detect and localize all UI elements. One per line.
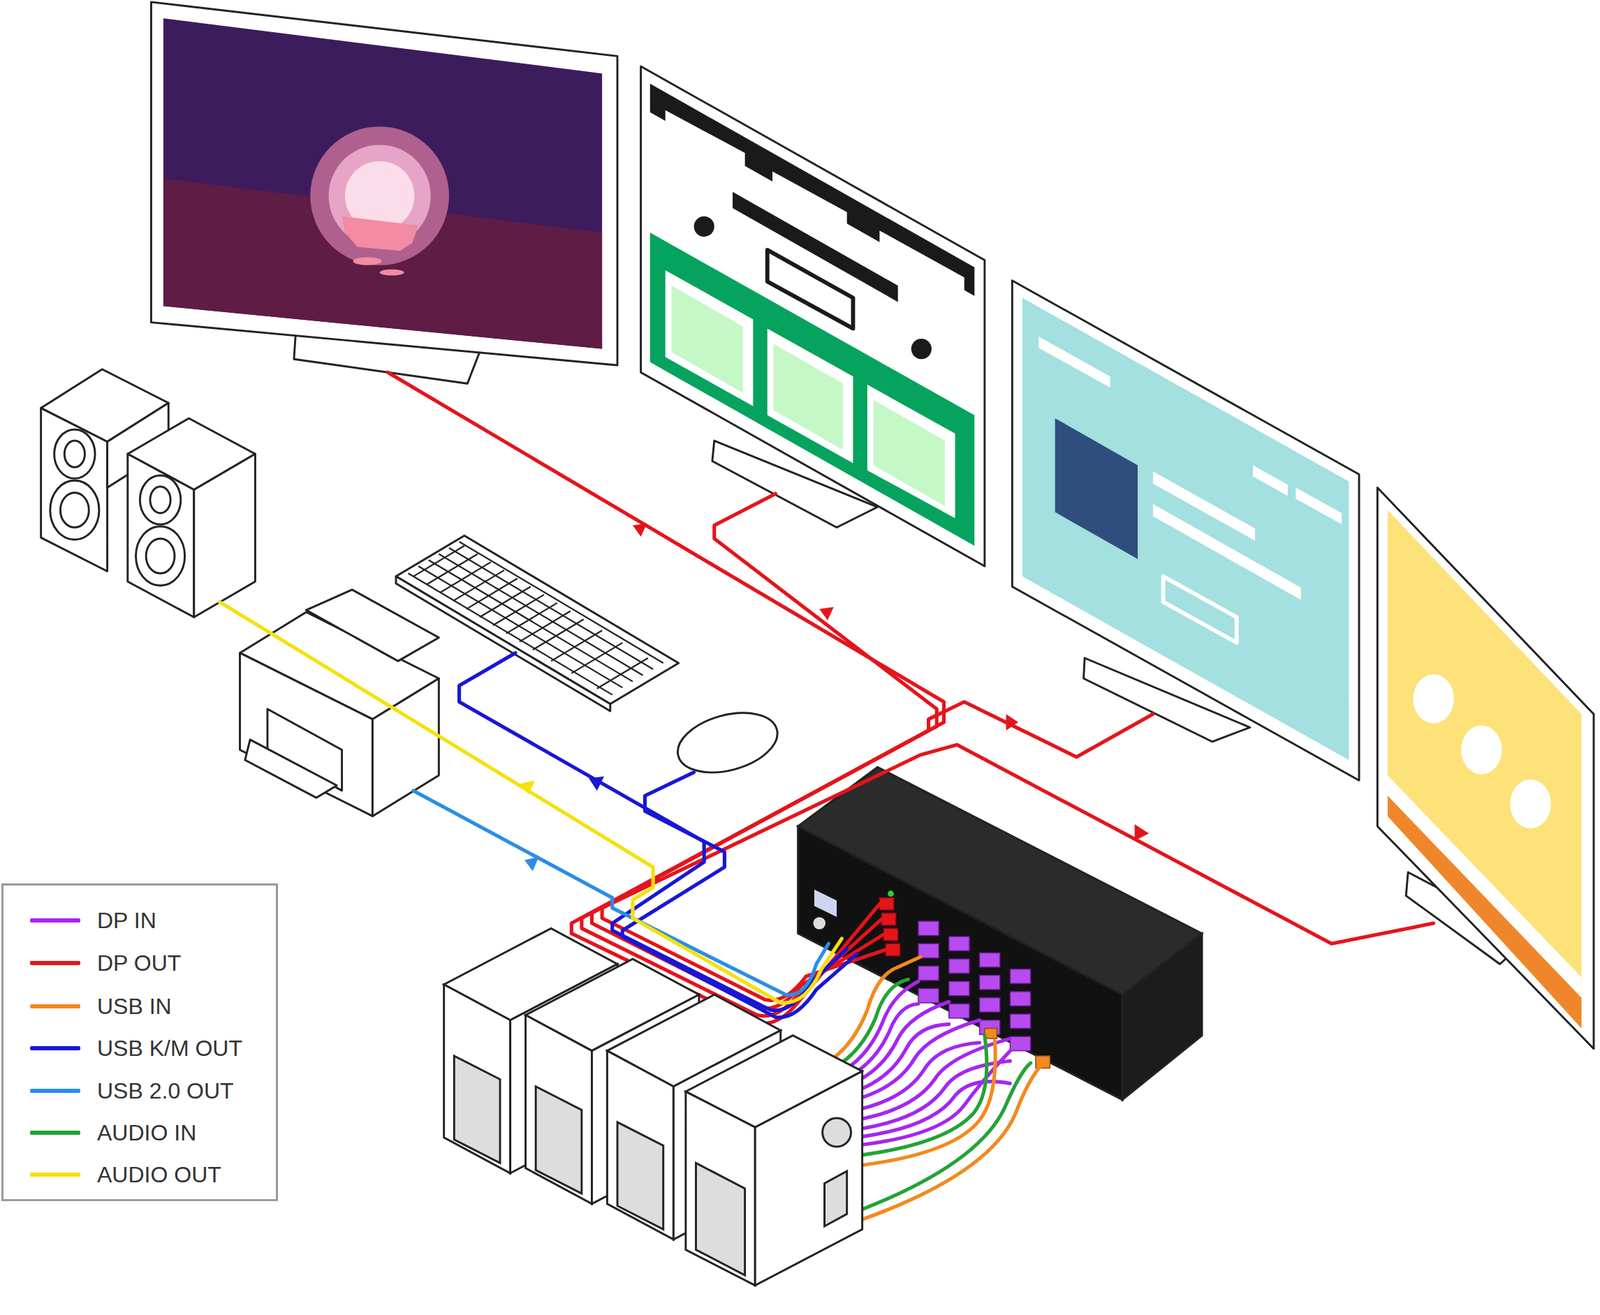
legend-swatch bbox=[30, 1130, 81, 1135]
legend-row: USB 2.0 OUT bbox=[3, 1075, 276, 1107]
legend-row: USB IN bbox=[3, 991, 276, 1022]
legend-swatch bbox=[30, 918, 81, 923]
legend-row: DP IN bbox=[3, 905, 276, 936]
legend-row: USB K/M OUT bbox=[3, 1032, 276, 1064]
legend-swatch bbox=[30, 1088, 81, 1093]
legend-swatch bbox=[30, 1172, 81, 1177]
legend-row: AUDIO IN bbox=[3, 1117, 276, 1149]
legend-label: AUDIO IN bbox=[97, 1120, 197, 1146]
legend-label: USB IN bbox=[97, 993, 172, 1019]
legend-row: DP OUT bbox=[3, 947, 276, 979]
legend-box: DP IN DP OUT USB IN USB K/M OUT USB 2.0 OUT A… bbox=[1, 883, 278, 1202]
legend-swatch bbox=[30, 1046, 81, 1051]
legend-label: USB 2.0 OUT bbox=[97, 1078, 234, 1104]
legend-label: DP IN bbox=[97, 907, 157, 934]
legend-label: AUDIO OUT bbox=[97, 1162, 222, 1188]
legend-label: DP OUT bbox=[97, 950, 181, 976]
legend-swatch bbox=[30, 1004, 81, 1009]
legend-label: USB K/M OUT bbox=[97, 1035, 243, 1061]
legend-swatch bbox=[30, 960, 81, 966]
legend-row: AUDIO OUT bbox=[3, 1159, 276, 1191]
